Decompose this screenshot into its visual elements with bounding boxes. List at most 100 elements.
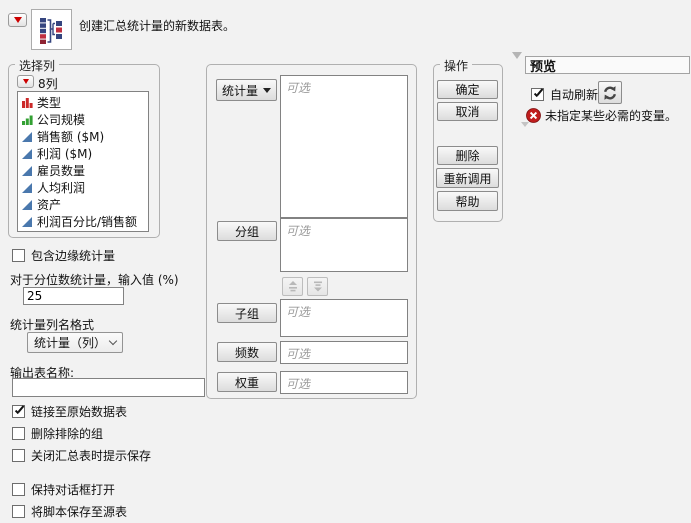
column-count: 8列 xyxy=(38,77,58,91)
output-table-label: 输出表名称: xyxy=(10,366,75,380)
drop-excluded-groups-checkbox[interactable]: 删除排除的组 xyxy=(12,425,103,442)
column-name: 类型 xyxy=(37,96,62,110)
continuous-icon xyxy=(22,165,32,176)
move-down-icon xyxy=(313,281,322,292)
move-up-button[interactable] xyxy=(282,277,303,296)
weight-drop-zone[interactable]: 可选 xyxy=(280,371,408,394)
preview-disclosure-button[interactable] xyxy=(512,52,522,73)
continuous-icon xyxy=(22,216,32,227)
checkbox-icon xyxy=(12,249,25,262)
checkbox-icon xyxy=(12,505,25,518)
frequency-button-label: 频数 xyxy=(234,345,259,360)
continuous-icon xyxy=(22,182,32,193)
drop-zone-placeholder: 可选 xyxy=(286,224,311,238)
column-item[interactable]: 公司规模 xyxy=(18,111,148,128)
collapsed-outline-icon xyxy=(521,122,529,141)
refresh-icon xyxy=(604,85,616,100)
column-item[interactable]: 资产 xyxy=(18,196,148,213)
column-item[interactable]: 利润百分比/销售额 xyxy=(18,213,148,230)
select-columns-label: 选择列 xyxy=(15,57,60,74)
column-list[interactable]: 类型 公司规模 销售额 ($M) 利润 ($M) 雇员数量 人均利润 资产 利 xyxy=(17,91,149,232)
cast-roles-group xyxy=(206,64,417,399)
statistics-button-label: 统计量 xyxy=(221,83,258,98)
subgroup-button[interactable]: 子组 xyxy=(217,303,277,323)
selected-option: 统计量（列） xyxy=(34,336,107,350)
statistics-drop-zone[interactable]: 可选 xyxy=(280,75,408,218)
group-drop-zone[interactable]: 可选 xyxy=(280,218,408,272)
keep-dialog-open-checkbox[interactable]: 保持对话框打开 xyxy=(12,481,115,498)
drop-zone-placeholder: 可选 xyxy=(286,305,311,319)
continuous-icon xyxy=(22,131,32,142)
save-script-checkbox[interactable]: 将脚本保存至源表 xyxy=(12,503,127,520)
cancel-button-label: 取消 xyxy=(455,105,480,119)
stat-col-format-label: 统计量列名格式 xyxy=(10,318,95,332)
checkbox-label: 将脚本保存至源表 xyxy=(31,505,128,519)
ok-button[interactable]: 确定 xyxy=(437,80,498,99)
checkbox-checked-icon xyxy=(531,88,544,101)
column-item[interactable]: 类型 xyxy=(18,94,148,111)
column-name: 公司规模 xyxy=(37,113,86,127)
group-button[interactable]: 分组 xyxy=(217,221,277,241)
collapsed-outline-node[interactable] xyxy=(521,122,529,141)
checkbox-icon xyxy=(12,449,25,462)
select-columns-group: 选择列 xyxy=(8,57,160,238)
help-button-label: 帮助 xyxy=(455,194,480,209)
output-table-input[interactable] xyxy=(12,378,205,397)
statistics-menu-button[interactable]: 统计量 xyxy=(216,79,277,101)
column-item[interactable]: 销售额 ($M) xyxy=(18,128,148,145)
action-group-label: 操作 xyxy=(440,57,473,74)
column-name: 人均利润 xyxy=(37,181,86,195)
header-red-triangle-button[interactable] xyxy=(8,13,27,27)
quantile-input[interactable] xyxy=(23,287,124,305)
weight-button[interactable]: 权重 xyxy=(217,372,277,392)
disclosure-triangle-icon xyxy=(512,52,522,73)
dropdown-arrow-icon xyxy=(263,87,271,93)
nominal-icon xyxy=(22,97,33,108)
stat-col-format-select[interactable]: 统计量（列） xyxy=(27,332,123,353)
drop-zone-placeholder: 可选 xyxy=(286,81,311,95)
checkbox-checked-icon xyxy=(12,405,25,418)
checkbox-label: 保持对话框打开 xyxy=(31,483,116,497)
error-message: 未指定某些必需的变量。 xyxy=(545,109,678,123)
validation-message-row: 未指定某些必需的变量。 xyxy=(526,107,677,124)
column-name: 资产 xyxy=(37,198,62,212)
preview-title: 预览 xyxy=(530,59,557,75)
continuous-icon xyxy=(22,148,32,159)
checkbox-icon xyxy=(12,427,25,440)
refresh-button[interactable] xyxy=(598,81,622,104)
group-button-label: 分组 xyxy=(234,224,259,239)
drop-zone-placeholder: 可选 xyxy=(286,377,311,391)
dropdown-chevron-icon xyxy=(108,336,118,346)
column-item[interactable]: 人均利润 xyxy=(18,179,148,196)
column-name: 利润百分比/销售额 xyxy=(37,215,138,229)
ordinal-icon xyxy=(22,115,33,125)
frequency-button[interactable]: 频数 xyxy=(217,342,277,362)
quantile-label: 对于分位数统计量，输入值 (%) xyxy=(10,273,179,287)
summary-table-icon xyxy=(31,9,72,50)
move-down-button[interactable] xyxy=(307,277,328,296)
checkbox-icon xyxy=(12,483,25,496)
link-to-source-checkbox[interactable]: 链接至原始数据表 xyxy=(12,403,127,420)
include-marginal-checkbox[interactable]: 包含边缘统计量 xyxy=(12,247,115,264)
checkbox-label: 链接至原始数据表 xyxy=(31,405,128,419)
columns-red-triangle-button[interactable] xyxy=(17,75,34,88)
checkbox-label: 删除排除的组 xyxy=(31,427,104,441)
frequency-drop-zone[interactable]: 可选 xyxy=(280,341,408,364)
remove-button[interactable]: 删除 xyxy=(437,146,498,165)
column-item[interactable]: 雇员数量 xyxy=(18,162,148,179)
auto-refresh-checkbox[interactable]: 自动刷新 xyxy=(531,86,598,103)
recall-button[interactable]: 重新调用 xyxy=(436,168,499,188)
prompt-save-checkbox[interactable]: 关闭汇总表时提示保存 xyxy=(12,447,151,464)
cancel-button[interactable]: 取消 xyxy=(437,102,498,121)
subgroup-drop-zone[interactable]: 可选 xyxy=(280,299,408,337)
drop-zone-placeholder: 可选 xyxy=(286,347,311,361)
checkbox-label: 包含边缘统计量 xyxy=(31,249,116,263)
ok-button-label: 确定 xyxy=(455,83,480,97)
continuous-icon xyxy=(22,199,32,210)
red-triangle-icon xyxy=(13,17,22,23)
preview-title-bar[interactable]: 预览 xyxy=(525,56,690,75)
remove-button-label: 删除 xyxy=(455,149,480,163)
help-button[interactable]: 帮助 xyxy=(437,191,498,211)
column-item[interactable]: 利润 ($M) xyxy=(18,145,148,162)
